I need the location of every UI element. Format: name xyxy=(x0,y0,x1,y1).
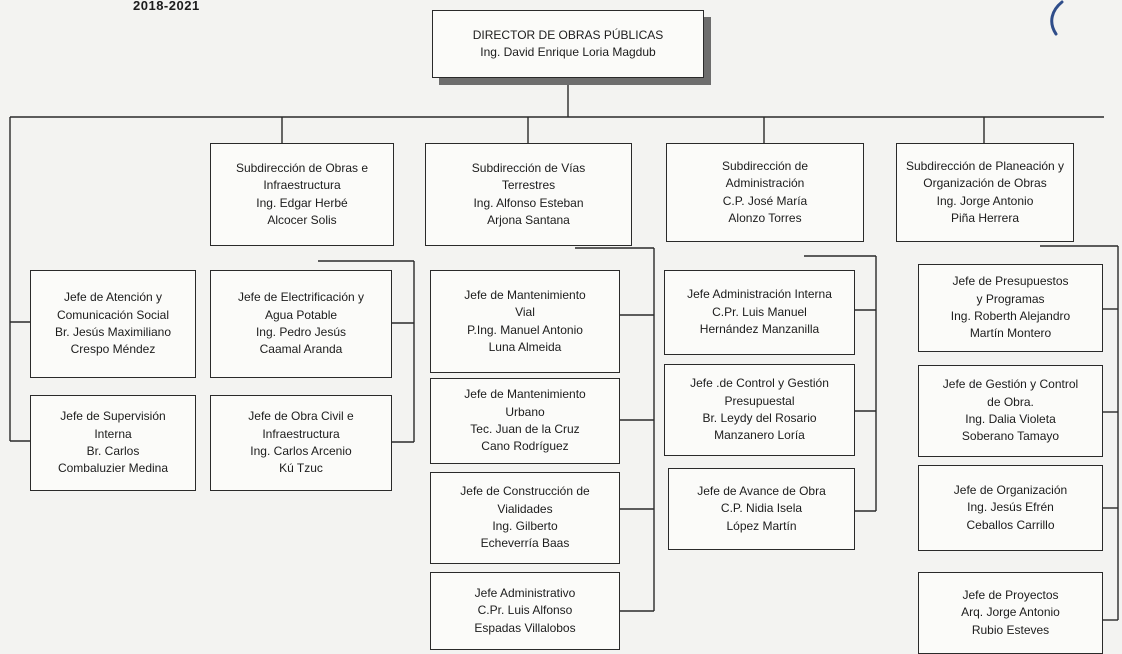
director-name: Ing. David Enrique Loria Magdub xyxy=(480,45,656,59)
org-line: López Martín xyxy=(726,518,797,533)
org-line: Ing. Gilberto xyxy=(492,519,558,533)
jefe-administracion-interna-box: Jefe Administración Interna C.Pr. Luis M… xyxy=(664,270,855,355)
org-line: Jefe de Atención y xyxy=(63,290,163,305)
org-line: Urbano xyxy=(505,404,545,419)
org-line: Subdirección de Obras e xyxy=(235,160,369,175)
org-line: Interna xyxy=(94,426,132,441)
jefe-organizacion-box: Jefe de Organización Ing. Jesús Efrén Ce… xyxy=(918,465,1103,551)
pen-stroke-mark xyxy=(1050,0,1064,36)
org-line: Piña Herrera xyxy=(950,210,1020,225)
org-line: Ceballos Carrillo xyxy=(966,517,1055,532)
org-line: Alonzo Torres xyxy=(728,210,802,225)
org-line: Vial xyxy=(515,305,535,320)
org-line: Arq. Jorge Antonio xyxy=(961,605,1060,620)
org-line: Subdirección de xyxy=(721,158,809,173)
org-line: Ing. Alfonso Esteban xyxy=(473,195,584,210)
jefe-control-gestion-box: Jefe .de Control y Gestión Presupuestal … xyxy=(664,364,855,456)
org-line: Espadas Villalobos xyxy=(474,620,576,635)
org-line: Comunicación Social xyxy=(56,307,170,322)
org-line: Jefe de Organización xyxy=(953,482,1068,497)
org-line: de Obra. xyxy=(987,394,1034,409)
subdireccion-planeacion-box: Subdirección de Planeación y Organizació… xyxy=(896,143,1074,242)
subdireccion-obras-box: Subdirección de Obras e Infraestructura … xyxy=(210,143,394,246)
org-line: Ing. Carlos Arcenio xyxy=(250,444,352,458)
org-line: Luna Almeida xyxy=(488,339,562,354)
org-line: C.P. José María xyxy=(722,193,808,208)
org-line: Jefe de Mantenimiento xyxy=(464,287,586,302)
org-line: Arjona Santana xyxy=(487,212,570,227)
org-line: Jefe de Proyectos xyxy=(962,587,1059,602)
org-line: Infraestructura xyxy=(262,426,340,441)
org-line: Soberano Tamayo xyxy=(961,429,1060,444)
org-line: Subdirección de Vías xyxy=(471,160,586,175)
org-line: Br. Jesús Maximiliano xyxy=(54,325,172,339)
director-box: DIRECTOR DE OBRAS PÚBLICAS Ing. David En… xyxy=(432,10,704,78)
org-line: Kú Tzuc xyxy=(279,461,323,476)
org-line: Echeverría Baas xyxy=(480,536,570,551)
org-line: Jefe de Mantenimiento xyxy=(464,387,586,402)
org-line: Caamal Aranda xyxy=(259,342,343,357)
jefe-avance-obra-box: Jefe de Avance de Obra C.P. Nidia Isela … xyxy=(668,468,855,550)
org-line: Presupuestal xyxy=(724,393,795,408)
org-line: Br. Leydy del Rosario xyxy=(702,411,817,425)
org-line: Jefe de Electrificación y xyxy=(237,290,365,305)
org-line: Jefe de Obra Civil e xyxy=(248,409,354,424)
org-line: Combaluzier Medina xyxy=(57,461,169,476)
org-line: Ing. Dalia Violeta xyxy=(965,412,1056,426)
org-line: Ing. Jorge Antonio xyxy=(936,193,1034,208)
org-line: Jefe de Avance de Obra xyxy=(697,483,826,498)
jefe-construccion-vialidades-box: Jefe de Construcción de Vialidades Ing. … xyxy=(430,472,620,564)
org-line: Infraestructura xyxy=(263,178,341,193)
org-line: Agua Potable xyxy=(264,307,338,322)
org-line: y Programas xyxy=(976,291,1045,306)
jefe-proyectos-box: Jefe de Proyectos Arq. Jorge Antonio Rub… xyxy=(918,572,1103,654)
jefe-obra-civil-box: Jefe de Obra Civil e Infraestructura Ing… xyxy=(210,395,392,491)
org-line: Cano Rodríguez xyxy=(481,439,569,454)
org-line: C.Pr. Luis Alfonso xyxy=(477,603,573,618)
jefe-supervision-box: Jefe de Supervisión Interna Br. Carlos C… xyxy=(30,395,196,491)
org-line: Ing. Edgar Herbé xyxy=(256,195,348,210)
org-line: Jefe .de Control y Gestión xyxy=(690,376,829,391)
org-line: C.P. Nidia Isela xyxy=(720,501,803,516)
org-line: Subdirección de Planeación y xyxy=(905,158,1065,173)
jefe-mantenimiento-vial-box: Jefe de Mantenimiento Vial P.Ing. Manuel… xyxy=(430,270,620,373)
org-line: Hernández Manzanilla xyxy=(699,322,820,337)
jefe-electrificacion-box: Jefe de Electrificación y Agua Potable I… xyxy=(210,270,392,378)
org-line: Organización de Obras xyxy=(923,176,1047,191)
subdireccion-vias-box: Subdirección de Vías Terrestres Ing. Alf… xyxy=(425,143,632,246)
org-line: Jefe de Construcción de xyxy=(460,484,590,499)
jefe-presupuestos-box: Jefe de Presupuestos y Programas Ing. Ro… xyxy=(918,264,1103,352)
org-line: Alcocer Solis xyxy=(267,212,337,227)
org-line: Ing. Jesús Efrén xyxy=(967,500,1054,515)
year-range-label: 2018-2021 xyxy=(133,0,200,13)
org-line: Jefe de Supervisión xyxy=(60,409,166,424)
jefe-atencion-box: Jefe de Atención y Comunicación Social B… xyxy=(30,270,196,378)
jefe-administrativo-box: Jefe Administrativo C.Pr. Luis Alfonso E… xyxy=(430,572,620,650)
org-line: Tec. Juan de la Cruz xyxy=(470,422,580,436)
director-title: DIRECTOR DE OBRAS PÚBLICAS xyxy=(472,27,664,42)
jefe-gestion-control-obra-box: Jefe de Gestión y Control de Obra. Ing. … xyxy=(918,365,1103,457)
org-line: Jefe de Presupuestos xyxy=(952,274,1069,289)
org-line: Vialidades xyxy=(497,501,553,516)
org-line: Manzanero Loría xyxy=(714,428,805,443)
org-line: Jefe Administrativo xyxy=(474,585,576,600)
org-line: Ing. Pedro Jesús xyxy=(255,325,347,339)
org-line: Martín Montero xyxy=(969,326,1052,341)
org-line: Br. Carlos xyxy=(86,444,140,458)
org-line: Administración xyxy=(725,176,805,191)
org-line: Crespo Méndez xyxy=(70,342,156,357)
org-line: P.Ing. Manuel Antonio xyxy=(467,322,583,337)
org-line: Terrestres xyxy=(501,178,556,193)
jefe-mantenimiento-urbano-box: Jefe de Mantenimiento Urbano Tec. Juan d… xyxy=(430,378,620,464)
org-line: Rubio Esteves xyxy=(971,622,1050,637)
org-line: C.Pr. Luis Manuel xyxy=(712,304,807,319)
org-line: Jefe Administración Interna xyxy=(687,287,832,302)
subdireccion-administracion-box: Subdirección de Administración C.P. José… xyxy=(666,143,864,242)
org-line: Jefe de Gestión y Control xyxy=(942,377,1079,392)
org-line: Ing. Roberth Alejandro xyxy=(950,309,1071,323)
